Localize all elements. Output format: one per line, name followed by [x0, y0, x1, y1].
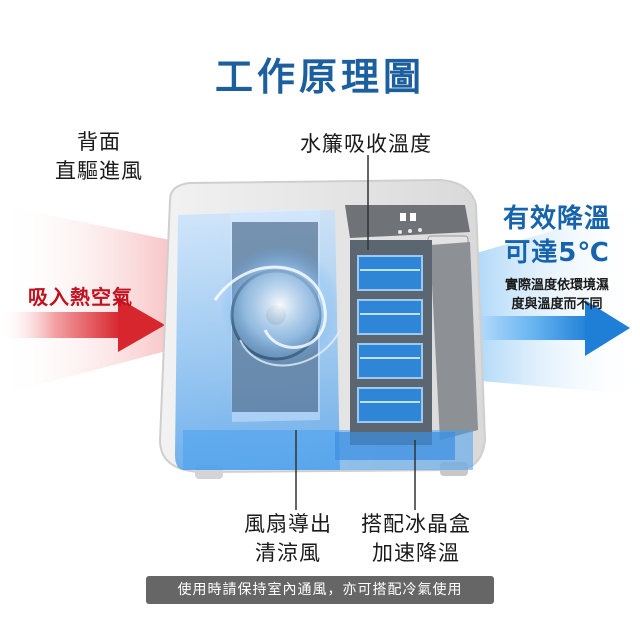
- diagram-title: 工作原理圖: [214, 55, 425, 99]
- fan-label-line2: 清涼風: [255, 541, 321, 565]
- hot-air-label: 吸入熱空氣: [28, 285, 133, 309]
- hot-air-arrow: [0, 205, 170, 395]
- ice-box-label-line1: 搭配冰晶盒: [361, 512, 471, 536]
- cooling-note: 實際溫度依環境濕 度與溫度而不同: [482, 276, 632, 314]
- cooling-effect-line1: 有效降溫: [502, 204, 611, 234]
- water-curtain-label: 水簾吸收溫度: [300, 132, 432, 156]
- cooling-note-line1: 實際溫度依環境濕: [504, 278, 609, 293]
- cool-air-arrow: [470, 205, 640, 395]
- fan: [213, 222, 341, 412]
- cooling-effect-line2: 可達5℃: [504, 238, 610, 268]
- cooling-effect-heading: 有效降溫 可達5℃: [482, 202, 632, 270]
- water-curtain-filters: [350, 240, 432, 445]
- ice-box-label-line2: 加速降溫: [372, 541, 460, 565]
- usage-notice-banner: 使用時請保持室內通風，亦可搭配冷氣使用: [146, 576, 494, 604]
- back-intake-line2: 直驅進風: [55, 159, 143, 183]
- ice-box-label: 搭配冰晶盒 加速降溫: [356, 510, 476, 568]
- cooling-note-line2: 度與溫度而不同: [511, 297, 603, 312]
- fan-label-line1: 風扇導出: [244, 512, 332, 536]
- ice-box: [335, 432, 455, 460]
- fan-label: 風扇導出 清涼風: [228, 510, 348, 568]
- back-intake-label: 背面 直驅進風: [44, 128, 154, 186]
- back-intake-line1: 背面: [77, 130, 121, 154]
